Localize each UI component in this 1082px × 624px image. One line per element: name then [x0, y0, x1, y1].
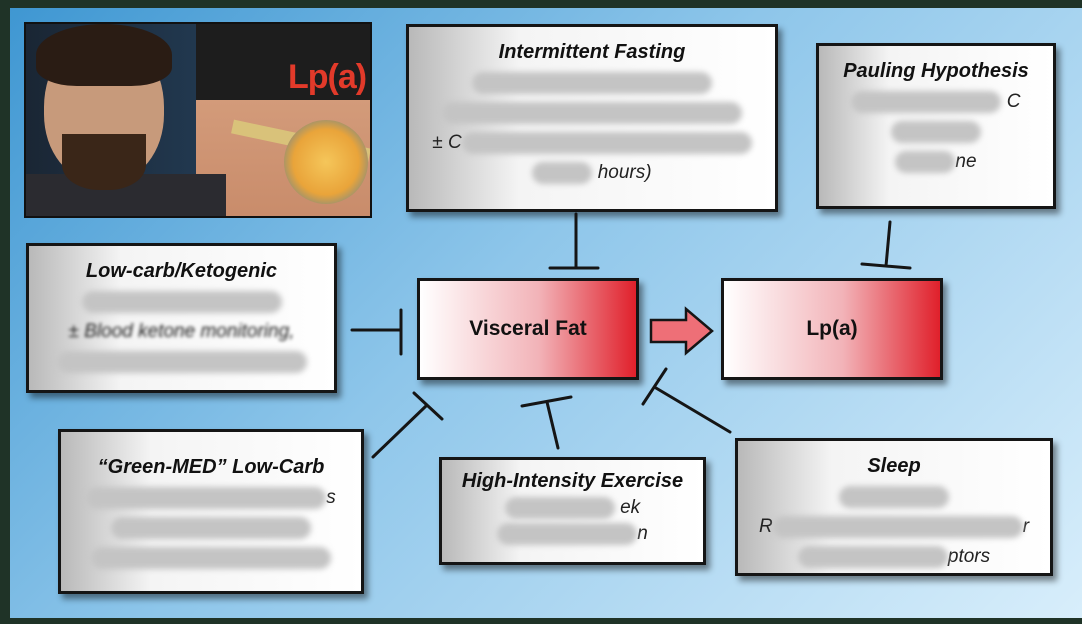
- high-intensity-exercise-box: High-Intensity Exercise ek n: [439, 457, 706, 565]
- presenter-hair: [36, 24, 172, 86]
- sleep-line2-prefix: R: [758, 516, 773, 538]
- intermittent-fasting-title: Intermittent Fasting: [498, 41, 686, 63]
- hiit-inhibitor-line: [520, 395, 573, 450]
- green-med-box: “Green-MED” Low-Carb s: [58, 429, 364, 594]
- pauling-hypothesis-title: Pauling Hypothesis: [843, 60, 1029, 82]
- pauling-line3: ne: [955, 151, 977, 173]
- low-carb-line2: ± Blood ketone monitoring,: [68, 321, 295, 343]
- lpa-node: Lp(a): [721, 278, 943, 380]
- thumbnail-lpa-text: Lp(a): [288, 58, 367, 96]
- visceral-fat-node: Visceral Fat: [417, 278, 639, 380]
- sleep-line3: ptors: [947, 546, 991, 568]
- hiit-line1: ek: [620, 497, 641, 519]
- intermittent-fasting-line3: ± C: [432, 132, 462, 154]
- low-carb-title: Low-carb/Ketogenic: [85, 260, 278, 282]
- video-thumbnail: Lp(a): [24, 22, 372, 218]
- sleep-inhibitor-line: [641, 367, 732, 434]
- pauling-line1: C: [1006, 91, 1021, 113]
- greenmed-inhibitor-line: [371, 391, 444, 459]
- fasting-inhibitor-line: [548, 212, 600, 270]
- sleep-title: Sleep: [867, 455, 921, 477]
- sleep-line2-suffix: r: [1022, 516, 1030, 538]
- intermittent-fasting-line4: hours): [597, 162, 652, 184]
- pauling-hypothesis-box: Pauling Hypothesis C ne: [816, 43, 1056, 209]
- low-carb-box: Low-carb/Ketogenic ± Blood ketone monito…: [26, 243, 337, 393]
- intermittent-fasting-box: Intermittent Fasting ± C hours): [406, 24, 778, 212]
- hiit-line2: n: [637, 523, 648, 545]
- lipoprotein-illustration: [284, 120, 368, 204]
- high-intensity-exercise-title: High-Intensity Exercise: [461, 470, 684, 492]
- pauling-inhibitor-line: [860, 220, 912, 270]
- green-med-line1: s: [326, 487, 336, 509]
- arrow-visceral-to-lpa: [649, 306, 714, 356]
- presenter-beard: [62, 134, 146, 190]
- lowcarb-inhibitor-line: [350, 308, 403, 356]
- green-med-title: “Green-MED” Low-Carb: [97, 456, 325, 478]
